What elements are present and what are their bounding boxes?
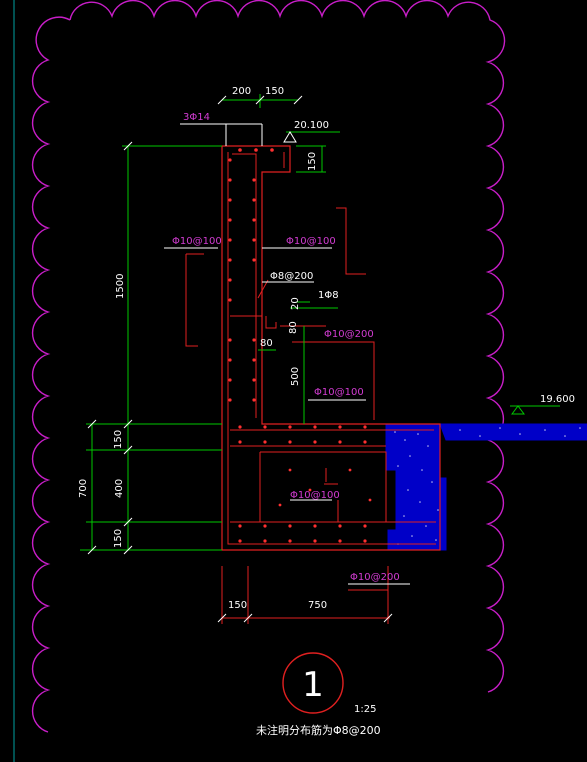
bottom-dimension [221, 566, 390, 624]
dim-slab-total: 700 [78, 479, 89, 498]
label-inner-horiz: Φ10@100 [314, 387, 364, 398]
rebar-text: 3Φ14 Φ10@100 Φ10@100 Φ8@200 1Φ8 Φ10@200 … [172, 112, 400, 583]
label-slab-inner: Φ10@100 [290, 490, 340, 501]
dim-slab-top: 150 [113, 430, 124, 449]
label-slab-bottom: Φ10@200 [350, 572, 400, 583]
label-inner-vert: Φ10@200 [324, 329, 374, 340]
dimension-ticks [87, 95, 393, 623]
detail-circle [282, 652, 344, 714]
dim-step-80-v: 80 [288, 321, 299, 334]
dim-notch: 150 [307, 152, 318, 171]
leader-lines [164, 247, 410, 585]
dim-step-20: 20 [290, 297, 301, 310]
dim-bottom-left: 150 [228, 600, 247, 611]
label-wall-left: Φ10@100 [172, 236, 222, 247]
dim-slab-mid: 400 [114, 479, 125, 498]
dimension-text: 200 150 150 1500 150 400 150 700 150 750… [78, 86, 327, 611]
elevation-text: 20.100 19.600 [294, 120, 575, 405]
elev-ground: 19.600 [540, 394, 575, 405]
dim-top-left: 200 [232, 86, 251, 97]
detail-number: 1 [302, 665, 324, 705]
label-wall-right: Φ10@100 [286, 236, 336, 247]
revision-cloud [31, 0, 506, 733]
detail-note: 未注明分布筋为Φ8@200 [256, 723, 381, 737]
dim-step-500: 500 [290, 367, 301, 386]
concrete-outline [221, 145, 441, 551]
dim-step-80-h: 80 [260, 338, 273, 349]
detail-caption: 1 1:25 未注明分布筋为Φ8@200 [256, 665, 381, 737]
detail-scale: 1:25 [354, 704, 376, 715]
label-hook: Φ8@200 [270, 271, 313, 282]
dimension-lines [80, 94, 560, 551]
rebar-lines [185, 152, 436, 591]
top-bar-bracket [180, 123, 263, 146]
elevation-marker-ground [511, 405, 525, 415]
soil-fill [385, 423, 587, 551]
label-top-bars: 3Φ14 [183, 112, 210, 123]
dim-slab-bottom: 150 [113, 529, 124, 548]
elev-top: 20.100 [294, 120, 329, 131]
elevation-marker-top [283, 131, 297, 143]
rebar-dots [228, 148, 372, 543]
dim-top-right: 150 [265, 86, 284, 97]
dim-wall-height: 1500 [115, 274, 126, 299]
dim-bottom-right: 750 [308, 600, 327, 611]
label-tie: 1Φ8 [318, 290, 339, 301]
